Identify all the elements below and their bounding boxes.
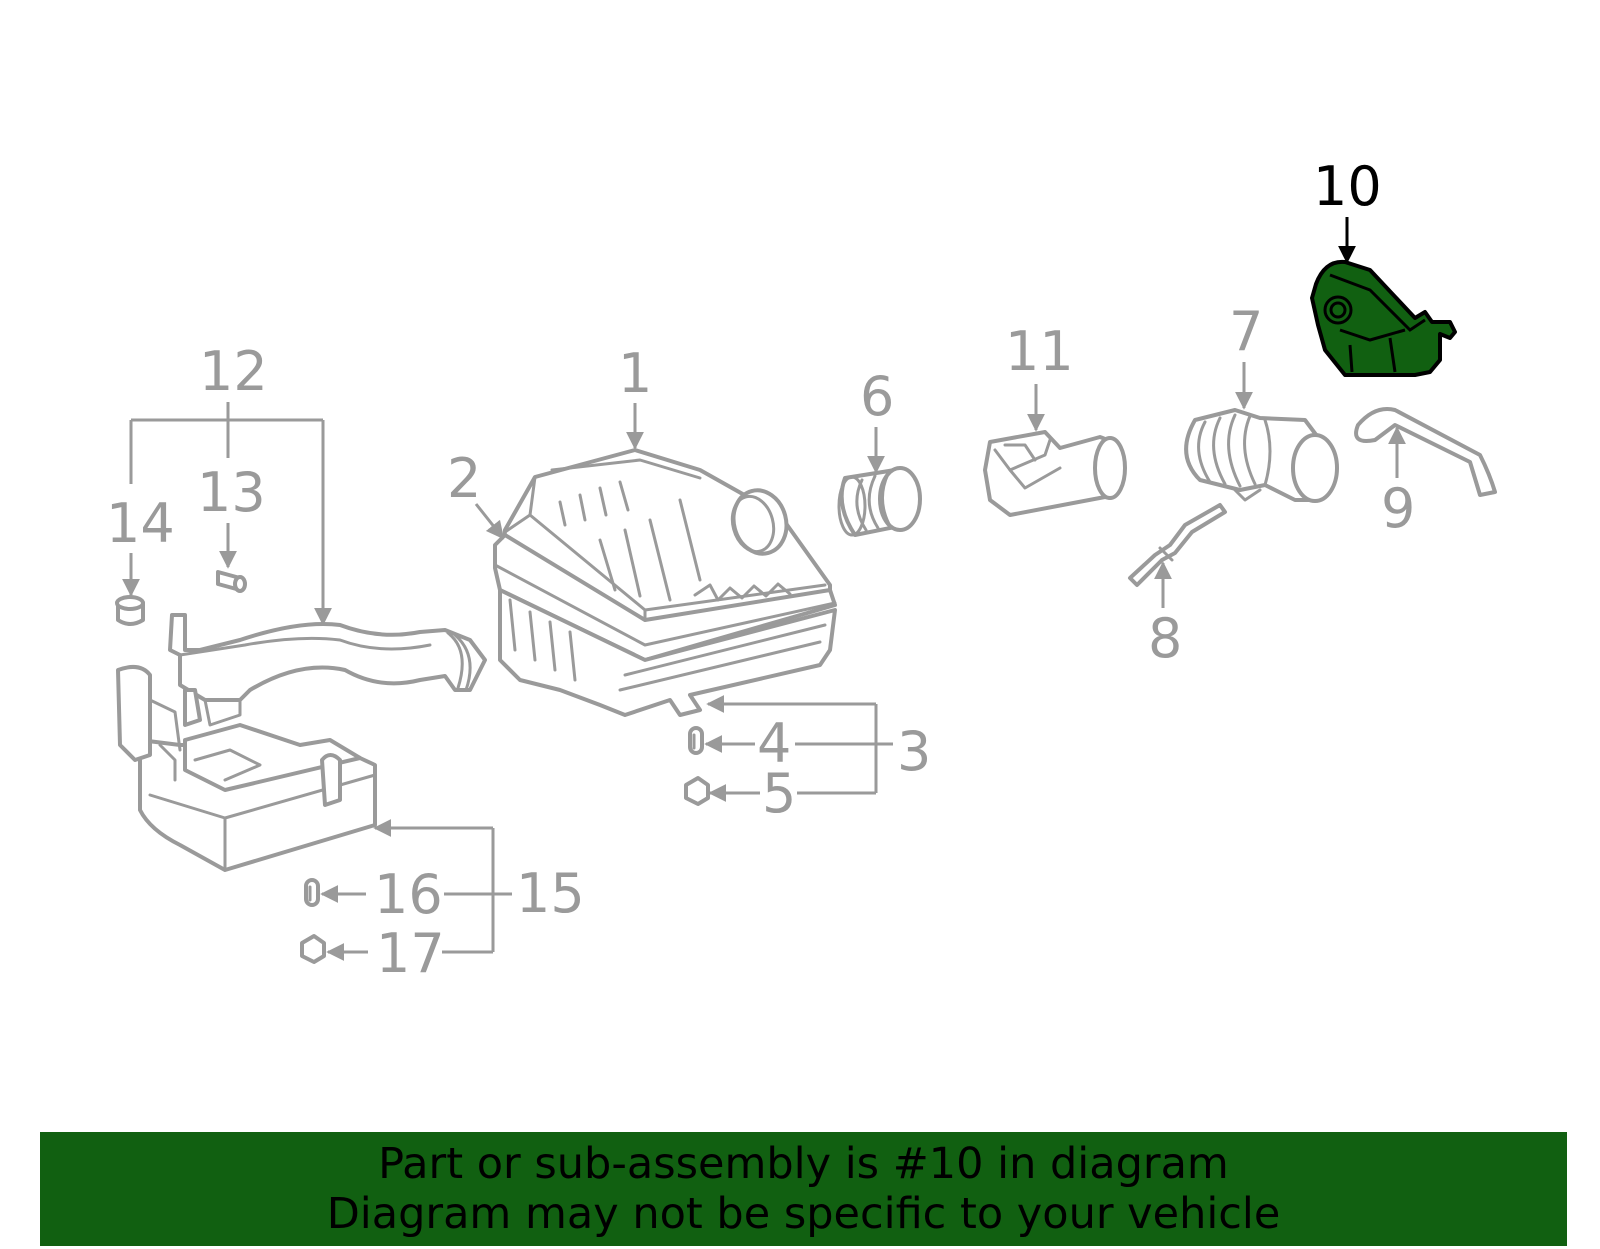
part-8-hose[interactable]: [1128, 503, 1227, 587]
part-13-clip[interactable]: [216, 570, 247, 593]
part-17-nut[interactable]: [300, 934, 326, 964]
part-7-air-hose[interactable]: [1184, 408, 1339, 503]
banner-line-1: Part or sub-assembly is #10 in diagram: [378, 1139, 1229, 1189]
callout-1[interactable]: 1: [618, 342, 652, 405]
callout-7[interactable]: 7: [1229, 300, 1263, 363]
callout-11[interactable]: 11: [1005, 320, 1074, 383]
part-9-tube[interactable]: [1354, 407, 1497, 497]
callout-5[interactable]: 5: [762, 762, 796, 825]
part-16-bolt[interactable]: [304, 878, 320, 907]
part-12-intake-duct[interactable]: [168, 613, 487, 727]
callout-17[interactable]: 17: [376, 922, 445, 985]
callout-4[interactable]: 4: [757, 712, 791, 775]
callout-9[interactable]: 9: [1381, 477, 1415, 540]
callout-16[interactable]: 16: [374, 863, 443, 926]
part-2-air-filter[interactable]: [493, 533, 837, 662]
callout-10[interactable]: 10: [1313, 155, 1382, 218]
part-5-nut[interactable]: [684, 776, 710, 806]
callout-3[interactable]: 3: [897, 720, 931, 783]
banner-line-2: Diagram may not be specific to your vehi…: [326, 1189, 1281, 1239]
part-10-resonator[interactable]: [1310, 259, 1457, 377]
callout-15[interactable]: 15: [516, 862, 585, 925]
footer-banner: Part or sub-assembly is #10 in diagram D…: [40, 1132, 1567, 1246]
part-3-lower-housing[interactable]: [498, 588, 837, 717]
part-4-bolt[interactable]: [688, 726, 704, 755]
part-11-sensor[interactable]: [983, 430, 1127, 517]
callout-14[interactable]: 14: [106, 492, 175, 555]
callout-2[interactable]: 2: [447, 447, 481, 510]
callout-12[interactable]: 12: [199, 340, 268, 403]
leader-lines: [122, 217, 1406, 961]
part-14-grommet[interactable]: [115, 595, 145, 626]
callout-13[interactable]: 13: [197, 461, 266, 524]
callout-6[interactable]: 6: [860, 365, 894, 428]
part-6-seal[interactable]: [837, 466, 922, 537]
callouts: 1 2 3 4 5 6 7 8 9 10 11 12 13 14 15 16 1…: [106, 155, 1415, 985]
part-15-lower-case[interactable]: [116, 664, 377, 872]
callout-8[interactable]: 8: [1148, 607, 1182, 670]
